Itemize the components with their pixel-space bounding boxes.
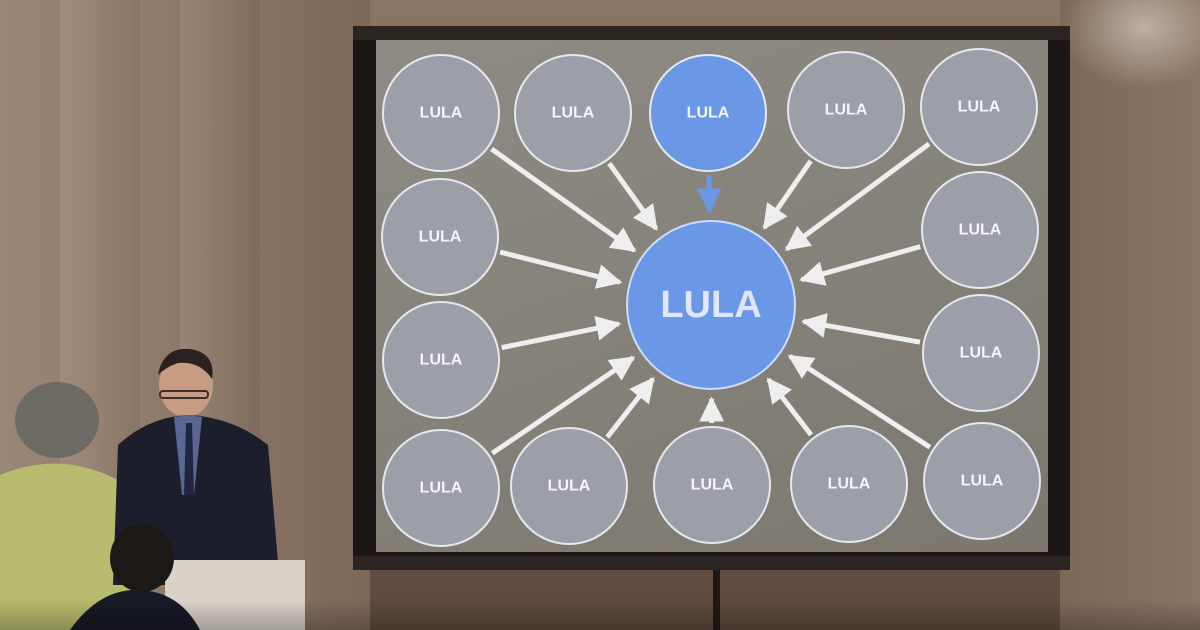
node-circle xyxy=(921,171,1039,289)
network-node: LULA xyxy=(922,294,1040,412)
node-label: LULA xyxy=(960,345,1003,362)
arrow-to-hub xyxy=(787,354,932,450)
network-node: LULA xyxy=(510,427,628,545)
chandelier xyxy=(1060,0,1200,90)
node-label: LULA xyxy=(420,480,463,497)
node-circle xyxy=(514,54,632,172)
arrow-to-hub xyxy=(501,316,622,351)
arrow-to-hub xyxy=(490,355,636,456)
presenter-face xyxy=(159,353,213,417)
arrow-to-hub xyxy=(490,146,637,253)
screen-stand xyxy=(713,570,720,630)
node-circle xyxy=(653,426,771,544)
network-node: LULA xyxy=(649,54,767,172)
node-circle xyxy=(382,301,500,419)
floor-shadow xyxy=(0,600,1200,630)
presenter-tie xyxy=(184,423,194,495)
arrow-to-hub xyxy=(499,249,623,289)
network-node: LULA xyxy=(382,429,500,547)
network-node: LULA xyxy=(382,301,500,419)
node-circle xyxy=(787,51,905,169)
node-label: LULA xyxy=(691,477,734,494)
node-label: LULA xyxy=(420,105,463,122)
node-label: LULA xyxy=(959,222,1002,239)
hub-label: LULA xyxy=(660,284,761,326)
presentation-slide: LULA LULA LULA LULA LULA LULA LULA LULA LULA LULA… xyxy=(376,40,1048,552)
node-label: LULA xyxy=(687,105,730,122)
node-label: LULA xyxy=(825,102,868,119)
node-circle xyxy=(790,425,908,543)
glasses-icon xyxy=(159,390,209,399)
arrow-to-hub xyxy=(799,244,921,286)
node-circle xyxy=(649,54,767,172)
node-label: LULA xyxy=(420,352,463,369)
arrow-to-hub xyxy=(696,174,722,214)
network-node: LULA xyxy=(787,51,905,169)
yellow-sweater xyxy=(0,463,133,630)
wall-right xyxy=(1060,0,1200,630)
arrows-group xyxy=(490,141,932,456)
network-node: LULA xyxy=(653,426,771,544)
node-label: LULA xyxy=(548,478,591,495)
network-node: LULA xyxy=(921,171,1039,289)
network-node: LULA xyxy=(514,54,632,172)
network-node: LULA xyxy=(790,425,908,543)
network-node: LULA xyxy=(382,54,500,172)
node-circle xyxy=(920,48,1038,166)
network-node: LULA xyxy=(920,48,1038,166)
hair-shape xyxy=(15,382,99,458)
arrow-to-hub xyxy=(801,313,921,345)
foreground-jacket xyxy=(70,589,200,630)
node-circle xyxy=(381,178,499,296)
screen-top-bar xyxy=(353,26,1070,40)
node-label: LULA xyxy=(552,105,595,122)
node-circle xyxy=(922,294,1040,412)
node-label: LULA xyxy=(958,99,1001,116)
arrow-to-hub xyxy=(766,377,814,437)
arrow-to-hub xyxy=(762,159,813,230)
node-label: LULA xyxy=(419,229,462,246)
foreground-head xyxy=(110,524,174,592)
node-label: LULA xyxy=(828,476,871,493)
hub-circle xyxy=(626,220,796,390)
node-circle xyxy=(510,427,628,545)
hub-node: LULA xyxy=(626,220,796,390)
presenter-hair xyxy=(158,348,213,379)
nodes-group: LULA LULA LULA LULA LULA LULA LULA LULA LULA LULA… xyxy=(381,48,1041,547)
arrow-to-hub xyxy=(605,376,655,439)
node-circle xyxy=(382,54,500,172)
arrow-to-hub xyxy=(784,141,931,252)
lula-network-diagram: LULA LULA LULA LULA LULA LULA LULA LULA LULA LULA… xyxy=(381,48,1041,547)
screen-bottom-bar xyxy=(353,556,1070,570)
audience-member-left xyxy=(0,382,133,630)
network-node: LULA xyxy=(923,422,1041,540)
node-label: LULA xyxy=(961,473,1004,490)
network-node: LULA xyxy=(381,178,499,296)
audience-member-foreground xyxy=(70,524,200,630)
node-circle xyxy=(923,422,1041,540)
arrow-to-hub xyxy=(607,161,659,231)
node-circle xyxy=(382,429,500,547)
